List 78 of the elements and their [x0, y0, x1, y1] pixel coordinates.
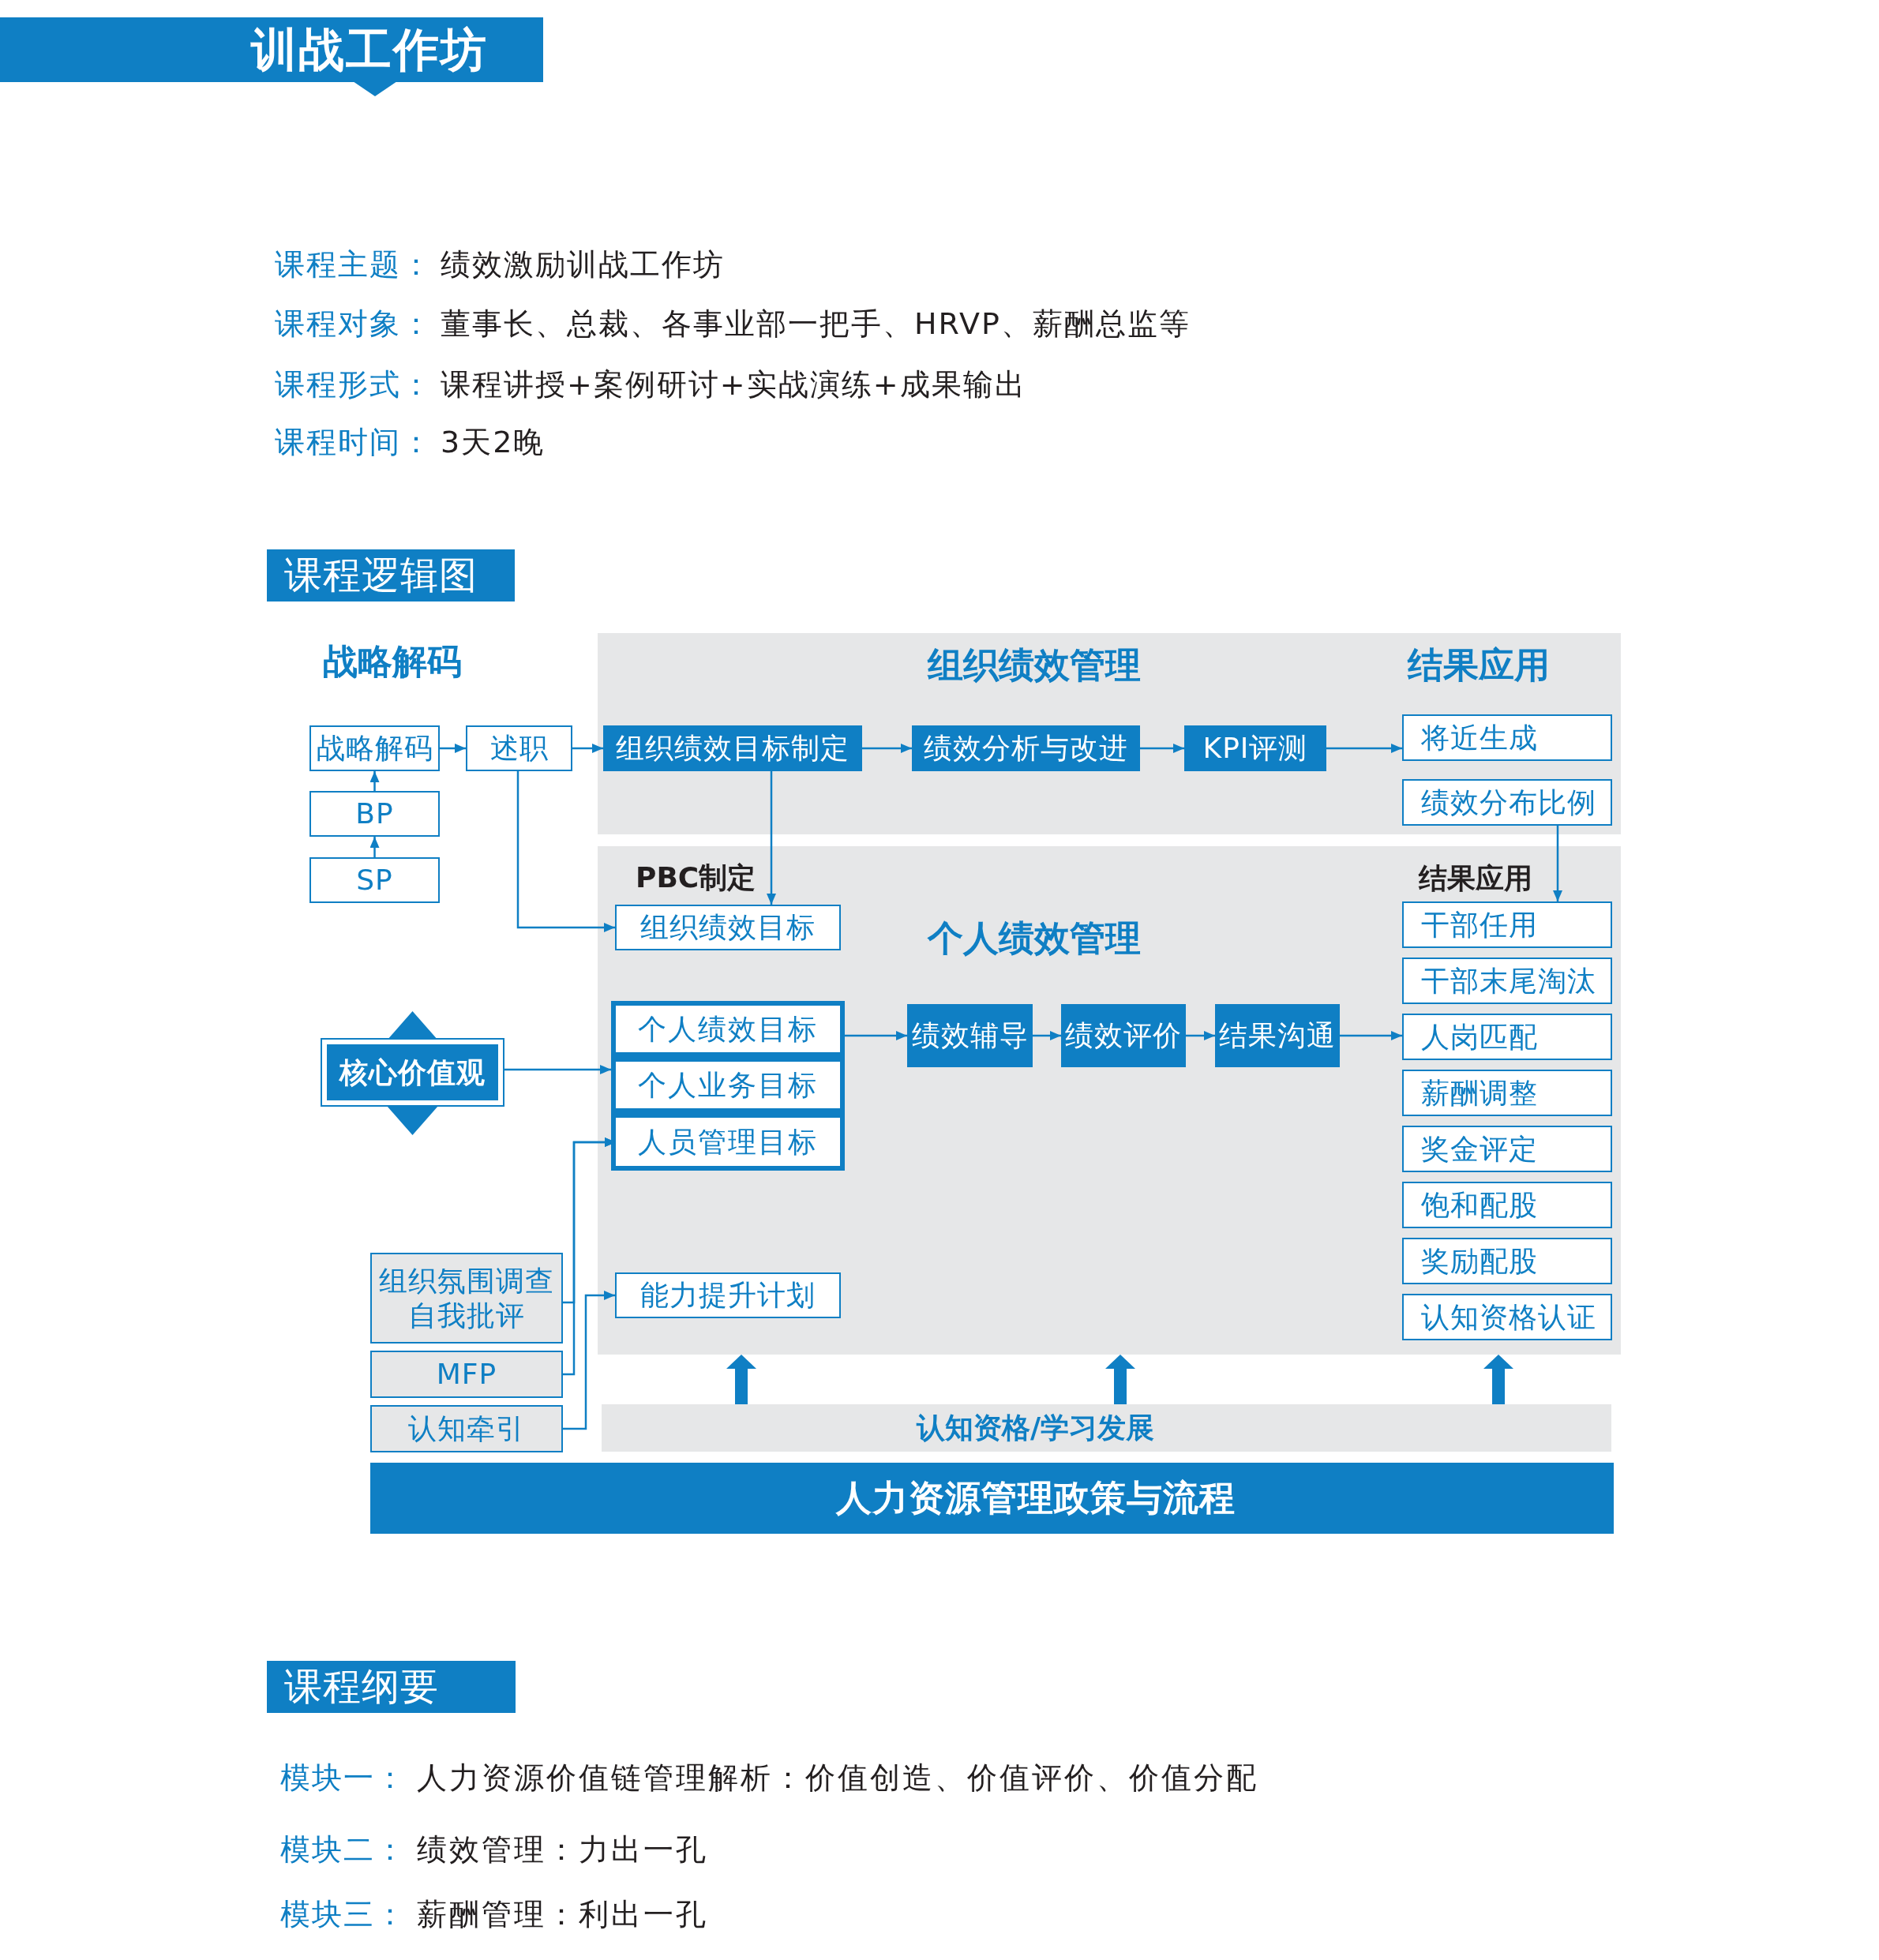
item-box: 绩效分布比例 [1402, 779, 1612, 826]
field-label: 课程对象： [275, 306, 433, 341]
box-text: 自我批评 [408, 1298, 525, 1332]
arrow [1553, 826, 1562, 901]
input-box: MFP [370, 1351, 563, 1398]
module-text: 人力资源价值链管理解析：价值创造、价值评价、价值分配 [417, 1760, 1258, 1795]
item-box: 奖励配股 [1402, 1238, 1612, 1284]
module-text: 绩效管理：力出一孔 [417, 1832, 708, 1867]
item-box: 战略解码 [309, 725, 440, 771]
panel-heading: 结果应用 [1419, 861, 1532, 896]
arrow [369, 837, 380, 857]
goal-row: 人员管理目标 [616, 1118, 840, 1166]
goal-row: 个人业务目标 [616, 1062, 840, 1108]
input-box [370, 1253, 563, 1344]
block-arrow [1105, 1355, 1135, 1404]
goal-group-frame [611, 1001, 845, 1171]
field-label: 模块三： [280, 1897, 407, 1932]
arrow [767, 771, 776, 905]
item-box: 饱和配股 [1402, 1182, 1612, 1228]
panel-heading: PBC制定 [636, 860, 756, 895]
support-band: 认知资格/学习发展 [602, 1404, 1611, 1452]
field-value: 课程讲授+案例研讨+实战演练+成果输出 [441, 367, 1026, 402]
arrow [1140, 744, 1184, 753]
column-heading: 战略解码 [323, 641, 462, 682]
field-label: 课程主题： [275, 247, 433, 282]
module-text: 薪酬管理：利出一孔 [417, 1897, 708, 1932]
item-box: 组织绩效目标 [615, 905, 841, 950]
panel-heading: 组织绩效管理 [928, 644, 1141, 687]
item-box: 人岗匹配 [1402, 1014, 1612, 1060]
process-step: 组织绩效目标制定 [603, 725, 862, 771]
item-box: 能力提升计划 [615, 1272, 841, 1318]
item-box: SP [309, 857, 440, 903]
field-label: 模块一： [280, 1760, 407, 1795]
value-title: 核心价值观 [327, 1044, 498, 1100]
process-step: 绩效辅导 [907, 1004, 1033, 1067]
item-box: 干部任用 [1402, 901, 1612, 948]
arrow [862, 744, 912, 753]
item-box: 将近生成 [1402, 714, 1612, 761]
arrow [369, 771, 380, 791]
arrow [440, 744, 466, 753]
process-step: KPI评测 [1184, 725, 1326, 771]
item-box: 薪酬调整 [1402, 1070, 1612, 1116]
arrow [572, 744, 603, 753]
arrow [1326, 744, 1402, 753]
section-panel [598, 633, 1621, 834]
field-value: 绩效激励训战工作坊 [441, 247, 725, 282]
field-value: 董事长、总裁、各事业部一把手、HRVP、薪酬总监等 [441, 306, 1191, 341]
arrow [563, 1291, 615, 1430]
section-panel [598, 846, 1621, 1355]
diamond-frame-box [321, 1011, 504, 1135]
field-value: 3天2晚 [441, 425, 546, 459]
arrow [845, 1031, 907, 1040]
section-heading: 课程纲要 [267, 1661, 516, 1713]
panel-heading: 个人绩效管理 [928, 917, 1141, 960]
block-arrow [726, 1355, 756, 1404]
item-box: 述职 [466, 725, 572, 771]
arrow [1340, 1031, 1402, 1040]
item-box: 认知资格认证 [1402, 1294, 1612, 1340]
arrow [1033, 1031, 1061, 1040]
item-box: 奖金评定 [1402, 1126, 1612, 1172]
box-text: 组织氛围调查 [379, 1264, 554, 1299]
field-label: 课程时间： [275, 425, 433, 459]
process-step: 绩效分析与改进 [912, 725, 1140, 771]
arrow [504, 1065, 611, 1074]
process-step: 绩效评价 [1061, 1004, 1186, 1067]
goal-row: 个人绩效目标 [616, 1006, 840, 1052]
input-box: 认知牵引 [370, 1405, 563, 1452]
section-heading: 课程逻辑图 [267, 549, 515, 601]
process-step: 结果沟通 [1215, 1004, 1340, 1067]
arrow [1186, 1031, 1215, 1040]
block-arrow [1483, 1355, 1513, 1404]
arrow [516, 771, 615, 932]
field-label: 课程形式： [275, 367, 433, 402]
field-label: 模块二： [280, 1832, 407, 1867]
item-box: BP [309, 791, 440, 837]
item-box: 干部末尾淘汰 [1402, 958, 1612, 1004]
foundation-bar: 人力资源管理政策与流程 [370, 1463, 1614, 1534]
panel-heading: 结果应用 [1408, 644, 1550, 687]
